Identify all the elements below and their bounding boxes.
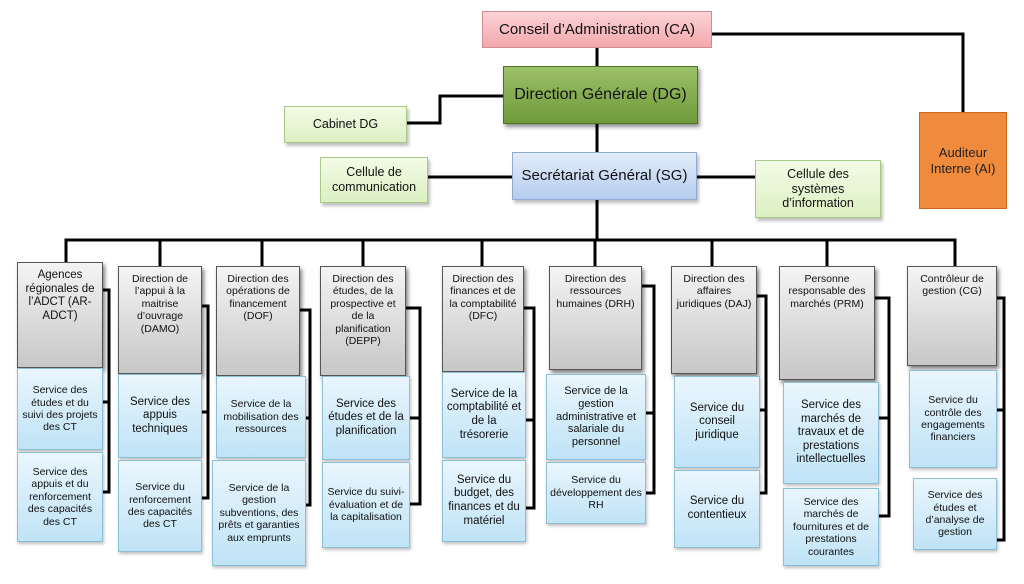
service-box: Service des études et d’analyse de gesti…: [913, 478, 997, 550]
ca-label: Conseil d’Administration (CA): [499, 20, 695, 38]
service-label: Service de la gestion administrative et …: [555, 384, 637, 449]
auditeur-interne-box: Auditeur Interne (AI): [919, 112, 1007, 209]
service-label: Service des études et du suivi des proje…: [22, 384, 98, 434]
direction-drh: Direction des ressources humaines (DRH): [549, 266, 642, 370]
service-box: Service des appuis techniques: [118, 374, 202, 458]
service-box: Service du budget, des finances et du ma…: [442, 460, 526, 542]
direction-dof: Direction des opérations de financement …: [216, 266, 300, 376]
cabinet-dg-box: Cabinet DG: [284, 106, 407, 143]
direction-ar-adct: Agences régionales de l’ADCT (AR-ADCT): [17, 262, 103, 368]
ca-box: Conseil d’Administration (CA): [482, 11, 712, 48]
direction-label: Contrôleur de gestion (CG): [920, 273, 984, 298]
service-label: Service de la comptabilité et de la trés…: [446, 387, 522, 441]
service-box: Service du contentieux: [674, 470, 760, 548]
direction-label: Direction des finances et de la comptabi…: [449, 273, 517, 323]
direction-label: Direction des affaires juridiques (DAJ): [676, 273, 752, 310]
sg-label: Secrétariat Général (SG): [521, 167, 688, 185]
service-box: Service du suivi-évaluation et de la cap…: [322, 462, 410, 548]
dg-label: Direction Générale (DG): [514, 85, 687, 103]
service-box: Service des études et de la planificatio…: [322, 376, 410, 460]
direction-damo: Direction de l’appui à la maitrise d’ouv…: [118, 266, 202, 374]
direction-label: Personne responsable des marchés (PRM): [788, 273, 866, 310]
direction-depp: Direction des études, de la prospective …: [320, 266, 406, 376]
service-box: Service des marchés de fournitures et de…: [783, 488, 879, 566]
dg-box: Direction Générale (DG): [503, 66, 698, 124]
service-box: Service des appuis et du renforcement de…: [17, 452, 103, 542]
service-label: Service du contentieux: [687, 495, 747, 521]
service-box: Service de la gestion subventions, des p…: [212, 460, 306, 566]
cellule-si-box: Cellule des systèmes d’information: [755, 160, 881, 218]
sg-box: Secrétariat Général (SG): [512, 152, 697, 200]
cabinet-dg-label: Cabinet DG: [312, 117, 379, 132]
service-label: Service des marchés de fournitures et de…: [793, 496, 869, 558]
direction-daj: Direction des affaires juridiques (DAJ): [671, 266, 757, 374]
service-label: Service du renforcement des capacités de…: [127, 481, 193, 531]
service-label: Service du suivi-évaluation et de la cap…: [327, 486, 405, 524]
direction-label: Direction des opérations de financement …: [226, 273, 290, 323]
cellule-si-label: Cellule des systèmes d’information: [782, 166, 854, 211]
direction-label: Direction de l’appui à la maitrise d’ouv…: [131, 273, 189, 335]
cellule-communication-box: Cellule de communication: [320, 157, 428, 203]
auditeur-interne-label: Auditeur Interne (AI): [930, 145, 996, 176]
service-label: Service des marchés de travaux et de pre…: [796, 399, 866, 466]
service-label: Service du développement des RH: [550, 474, 642, 512]
service-box: Service des marchés de travaux et de pre…: [783, 382, 879, 484]
service-box: Service du conseil juridique: [674, 376, 760, 468]
service-label: Service des études et d’analyse de gesti…: [925, 489, 985, 539]
direction-label: Agences régionales de l’ADCT (AR-ADCT): [25, 269, 95, 322]
service-box: Service du renforcement des capacités de…: [118, 460, 202, 552]
direction-cg: Contrôleur de gestion (CG): [907, 266, 997, 366]
service-label: Service du conseil juridique: [689, 401, 745, 441]
service-label: Service des appuis techniques: [129, 395, 191, 435]
service-box: Service du développement des RH: [546, 462, 646, 524]
service-box: Service de la comptabilité et de la trés…: [442, 372, 526, 458]
direction-label: Direction des études, de la prospective …: [330, 273, 396, 347]
service-label: Service des études et de la planificatio…: [328, 397, 404, 437]
service-label: Service du budget, des finances et du ma…: [448, 473, 520, 527]
direction-dfc: Direction des finances et de la comptabi…: [442, 266, 524, 372]
service-box: Service du contrôle des engagements fina…: [909, 370, 997, 468]
cellule-communication-label: Cellule de communication: [331, 165, 417, 194]
direction-label: Direction des ressources humaines (DRH): [556, 273, 635, 310]
service-box: Service des études et du suivi des proje…: [17, 368, 103, 450]
direction-prm: Personne responsable des marchés (PRM): [779, 266, 875, 380]
service-box: Service de la mobilisation des ressource…: [216, 376, 306, 458]
service-label: Service de la gestion subventions, des p…: [218, 482, 300, 544]
service-label: Service des appuis et du renforcement de…: [27, 466, 93, 528]
service-label: Service du contrôle des engagements fina…: [921, 394, 985, 444]
service-box: Service de la gestion administrative et …: [546, 374, 646, 460]
service-label: Service de la mobilisation des ressource…: [223, 398, 299, 436]
